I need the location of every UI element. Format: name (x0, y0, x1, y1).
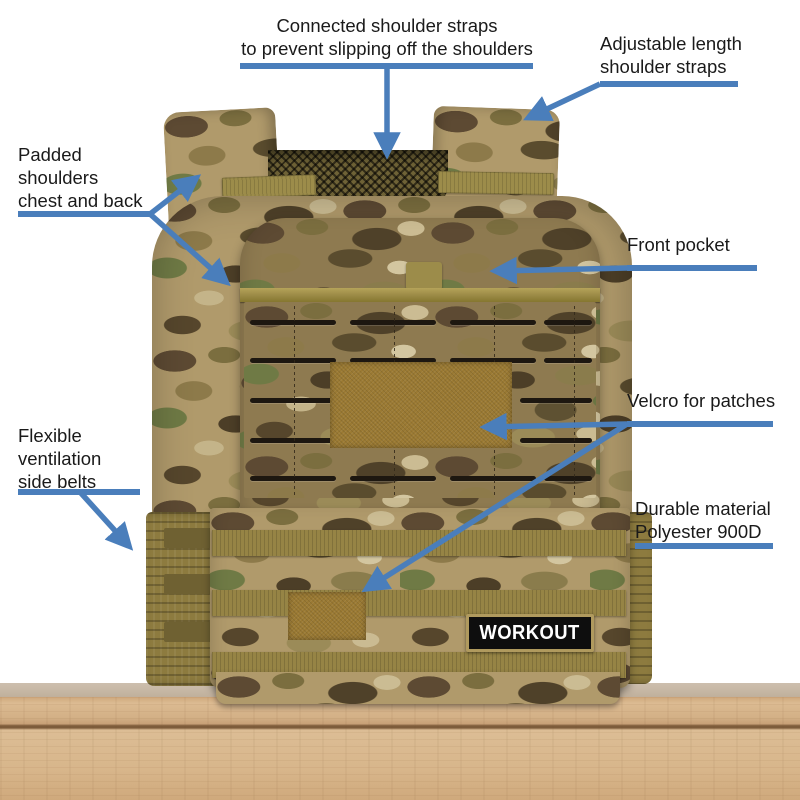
ventilation-side-belt-left (146, 512, 220, 686)
lower-velcro-patch-area (288, 592, 366, 640)
shoulder-webbing-right (437, 170, 555, 196)
shoulder-webbing-left (221, 174, 317, 199)
wooden-table-surface (0, 683, 800, 800)
cummerbund-webbing-1 (212, 530, 626, 556)
cummerbund-webbing-2 (212, 590, 626, 616)
front-pocket-zipper (240, 288, 600, 302)
wood-grain-texture (0, 697, 800, 800)
pocket-pull-tab (406, 262, 442, 290)
cummerbund-bottom-edge (216, 672, 620, 704)
chest-velcro-patch-area (330, 362, 512, 448)
workout-logo-patch: WORKOUT (466, 614, 594, 652)
workout-patch-text: WORKOUT (479, 621, 581, 644)
